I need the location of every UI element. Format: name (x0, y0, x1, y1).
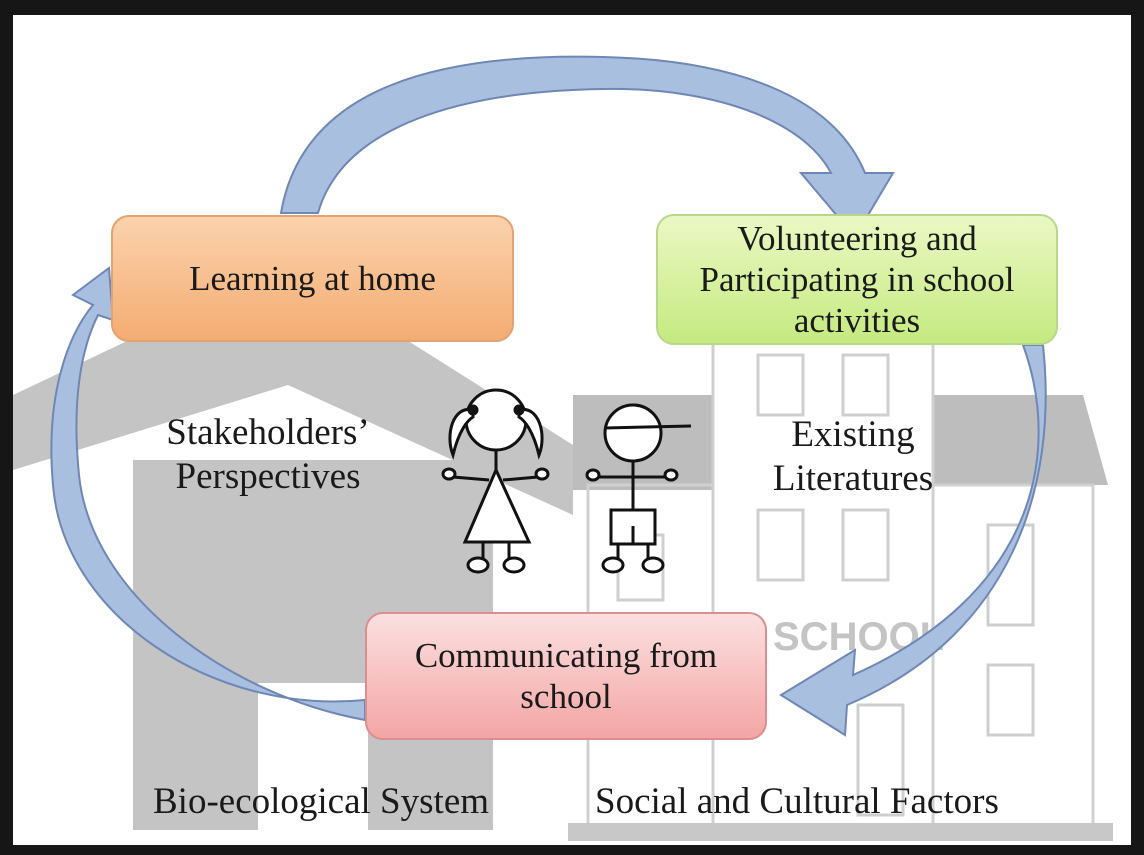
stakeholders-line-1: Stakeholders’ (166, 412, 370, 453)
arrow-top (279, 55, 895, 239)
volunteering-line-2: Participating in school (699, 259, 1015, 299)
diagram-canvas: SCHOOL (13, 15, 1131, 845)
arrow-right (779, 344, 1047, 737)
school-roof-right (933, 395, 1108, 485)
literatures-line-2: Literatures (772, 458, 934, 500)
learning-at-home-box: Learning at home (111, 215, 514, 342)
bio-ecological-system-label: Bio-ecological System (153, 781, 490, 822)
stakeholders-line-2: Perspectives (175, 456, 361, 498)
boy-figure (585, 403, 692, 574)
volunteering-line-3: activities (793, 301, 921, 341)
stakeholders-perspectives-label: Stakeholders’ Perspectives (133, 411, 403, 500)
communicating-line-1: Communicating from (414, 635, 718, 675)
learning-at-home-text: Learning at home (189, 258, 436, 298)
volunteering-box: Volunteering and Participating in school… (656, 214, 1058, 345)
communicating-line-2: school (520, 677, 612, 716)
girl-figure (441, 388, 550, 574)
volunteering-line-1: Volunteering and (737, 218, 977, 258)
arrow-left (50, 266, 366, 722)
existing-literatures-label: Existing Literatures (753, 413, 953, 502)
communicating-box: Communicating from school (365, 612, 767, 740)
school-illustration: SCHOOL (568, 313, 1113, 841)
social-cultural-factors-label: Social and Cultural Factors (595, 781, 999, 822)
school-tower (711, 313, 935, 837)
literatures-line-1: Existing (791, 414, 915, 455)
school-base (568, 823, 1113, 841)
